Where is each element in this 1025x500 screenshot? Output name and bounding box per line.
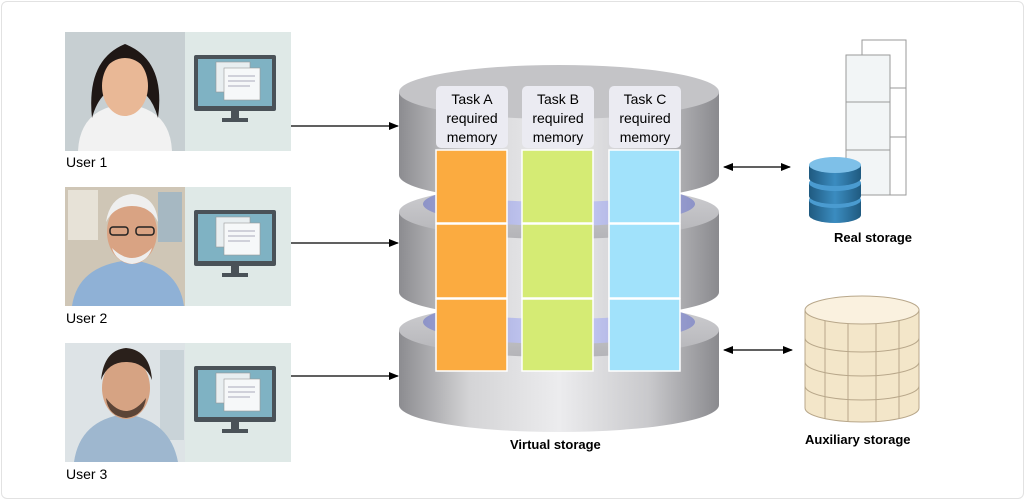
task-b-memory-block-2 <box>521 223 594 299</box>
monitor-icon <box>194 55 276 122</box>
task-b-memory-block-3 <box>521 298 594 372</box>
task-a-memory-block-1 <box>435 149 508 224</box>
user-2-photo <box>65 187 185 306</box>
task-c-memory-block-2 <box>608 223 681 299</box>
page-stack-icon <box>845 39 907 196</box>
cylinder-storage-icon <box>804 295 920 423</box>
task-memory-blocks <box>435 149 681 372</box>
virtual-storage-label: Virtual storage <box>510 437 601 452</box>
task-a-header-box <box>436 86 508 148</box>
task-c-title: Task C <box>623 91 667 107</box>
real-storage-label: Real storage <box>834 230 913 245</box>
monitor-icon <box>194 210 276 277</box>
task-b-title: Task B <box>536 91 579 107</box>
task-b-header: Task B required memory <box>522 90 594 147</box>
user-3-label: User 3 <box>66 466 108 482</box>
task-c-line3: memory <box>619 129 671 145</box>
task-c-header-box <box>609 86 681 148</box>
task-b-line2: required <box>532 110 584 126</box>
task-a-memory-block-3 <box>435 298 508 372</box>
monitor-icon <box>194 366 276 433</box>
task-b-memory-block-1 <box>521 149 594 224</box>
user-3-photo <box>65 343 185 462</box>
user-panel-2 <box>65 187 291 306</box>
user-panel-3 <box>65 343 291 462</box>
task-a-memory-block-2 <box>435 223 508 299</box>
task-a-line3: memory <box>446 129 498 145</box>
task-c-header: Task C required memory <box>609 90 681 147</box>
auxiliary-storage-label: Auxiliary storage <box>805 432 911 447</box>
user-1-label: User 1 <box>66 154 108 170</box>
task-a-header: Task A required memory <box>436 90 508 147</box>
task-c-memory-block-3 <box>608 298 681 372</box>
task-a-title: Task A <box>451 91 493 107</box>
task-b-header-box <box>522 86 594 148</box>
database-icon <box>809 157 861 223</box>
user-panel-1 <box>65 32 291 151</box>
task-a-line2: required <box>446 110 498 126</box>
task-c-line2: required <box>619 110 671 126</box>
user-2-label: User 2 <box>66 310 108 326</box>
task-b-line3: memory <box>532 129 584 145</box>
user-1-photo <box>65 32 185 151</box>
task-c-memory-block-1 <box>608 149 681 224</box>
